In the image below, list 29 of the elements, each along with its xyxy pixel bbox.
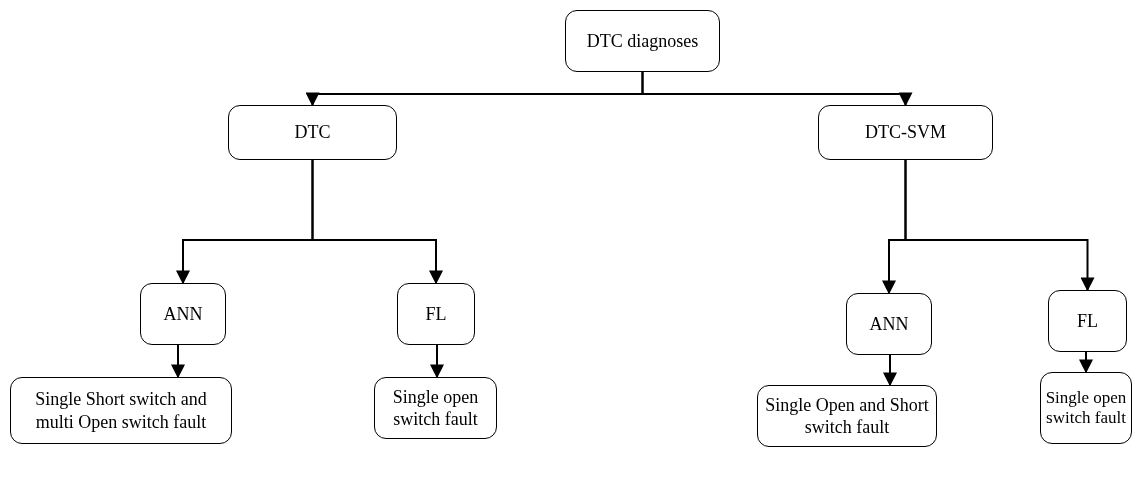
arrow: [311, 159, 443, 285]
rounded-box: [228, 105, 397, 160]
rounded-box: [397, 283, 475, 345]
rounded-box: [565, 10, 720, 72]
node-label: Single open switch fault: [391, 385, 480, 431]
node-label: ANN: [163, 302, 203, 326]
arrow: [641, 71, 913, 107]
node-label: DTC: [294, 121, 331, 144]
arrow: [1079, 351, 1093, 374]
rounded-box: [757, 385, 937, 447]
node-label: Single Short switch and multi Open switch fault: [34, 388, 208, 433]
rounded-box: [140, 283, 226, 345]
arrow: [883, 354, 897, 387]
node-label: DTC-SVM: [865, 121, 946, 144]
node-label: FL: [1077, 309, 1098, 333]
rounded-box: [818, 105, 993, 160]
arrow: [430, 344, 444, 379]
node-label: FL: [425, 302, 447, 326]
node-label: ANN: [869, 312, 909, 336]
rounded-box: [846, 293, 932, 355]
rounded-box: [1048, 290, 1127, 352]
rounded-box: [1040, 372, 1132, 444]
rounded-box: [374, 377, 497, 439]
node-label: DTC diagnoses: [586, 29, 699, 53]
node-label: Single open switch fault: [1044, 387, 1128, 429]
arrow: [171, 344, 185, 379]
node-label: Single Open and Short switch fault: [764, 393, 930, 439]
rounded-box: [10, 377, 232, 444]
arrow: [904, 159, 1095, 292]
